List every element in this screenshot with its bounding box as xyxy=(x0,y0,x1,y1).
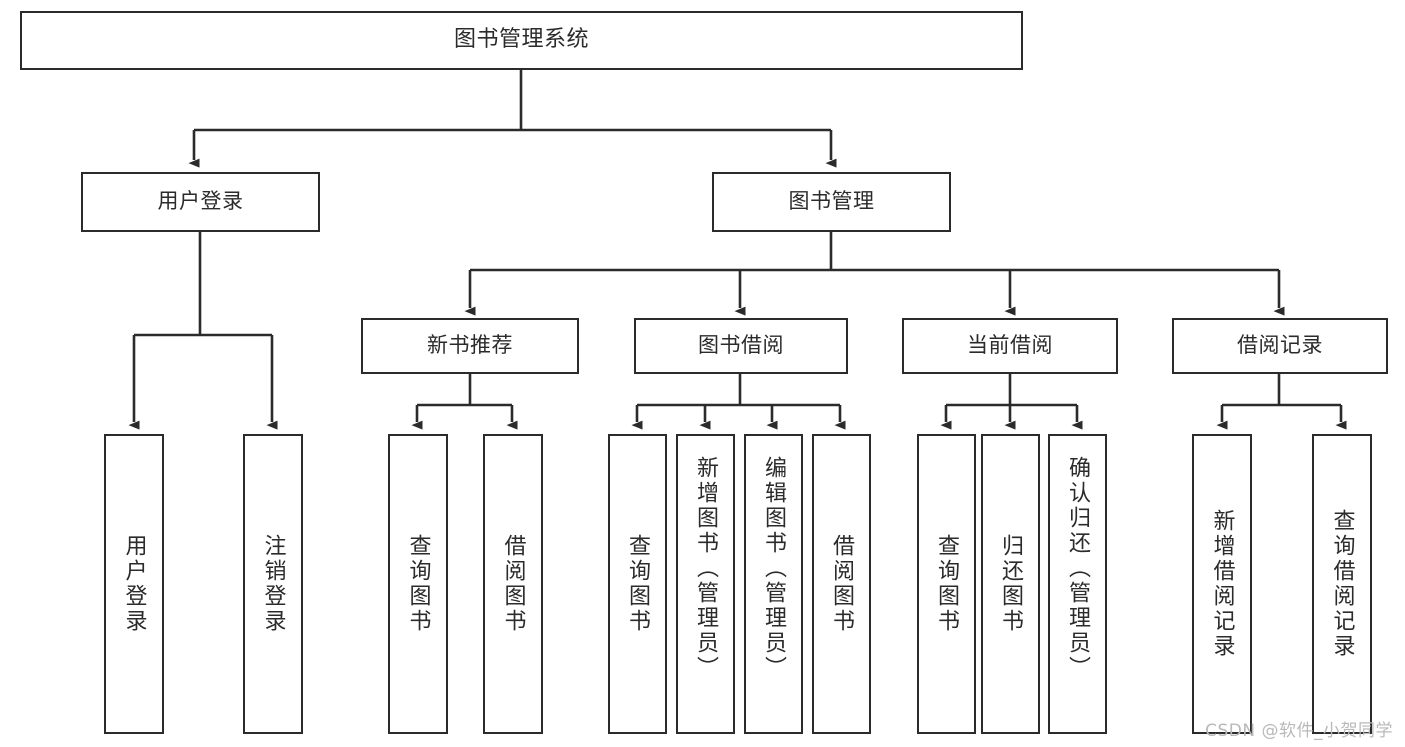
node-borrow-records[interactable]: 借阅记录 xyxy=(1172,318,1388,374)
node-label: 查询借阅记录 xyxy=(1329,509,1355,659)
leaf-query-book-recommend[interactable]: 查询图书 xyxy=(388,434,448,734)
node-current-borrow[interactable]: 当前借阅 xyxy=(902,318,1118,374)
node-label: 图书借阅 xyxy=(698,333,784,358)
node-label: 借阅图书 xyxy=(500,534,526,634)
node-label: 用户登录 xyxy=(121,534,147,634)
node-label: 新增图书（管理员） xyxy=(693,456,719,681)
leaf-edit-book-admin[interactable]: 编辑图书（管理员） xyxy=(744,434,803,734)
node-book-borrow[interactable]: 图书借阅 xyxy=(634,318,848,374)
node-root-system[interactable]: 图书管理系统 xyxy=(20,11,1023,70)
node-label: 归还图书 xyxy=(998,534,1024,634)
node-label: 新增借阅记录 xyxy=(1209,509,1235,659)
node-label: 用户登录 xyxy=(157,189,244,214)
node-label: 当前借阅 xyxy=(967,333,1053,358)
leaf-add-borrow-record[interactable]: 新增借阅记录 xyxy=(1192,434,1252,734)
node-label: 图书管理 xyxy=(788,189,875,214)
leaf-logout[interactable]: 注销登录 xyxy=(243,434,303,734)
node-label: 查询图书 xyxy=(405,534,431,634)
node-label: 编辑图书（管理员） xyxy=(761,456,787,681)
node-label: 查询图书 xyxy=(934,534,960,634)
watermark-text: CSDN @软件_小贺同学 xyxy=(1205,721,1393,741)
node-label: 图书管理系统 xyxy=(453,27,589,53)
node-book-management[interactable]: 图书管理 xyxy=(712,172,951,232)
node-label: 查询图书 xyxy=(625,534,651,634)
leaf-borrow-book-recommend[interactable]: 借阅图书 xyxy=(483,434,543,734)
node-label: 借阅图书 xyxy=(829,534,855,634)
node-user-login[interactable]: 用户登录 xyxy=(81,172,320,232)
leaf-query-book-borrow[interactable]: 查询图书 xyxy=(608,434,667,734)
node-label: 确认归还（管理员） xyxy=(1065,456,1091,681)
leaf-return-book[interactable]: 归还图书 xyxy=(981,434,1040,734)
node-label: 注销登录 xyxy=(260,534,286,634)
node-label: 借阅记录 xyxy=(1237,333,1323,358)
leaf-add-book-admin[interactable]: 新增图书（管理员） xyxy=(676,434,735,734)
leaf-user-login[interactable]: 用户登录 xyxy=(104,434,164,734)
leaf-borrow-book[interactable]: 借阅图书 xyxy=(812,434,871,734)
node-label: 新书推荐 xyxy=(427,333,513,358)
leaf-query-borrow-record[interactable]: 查询借阅记录 xyxy=(1312,434,1372,734)
leaf-query-book-current[interactable]: 查询图书 xyxy=(917,434,976,734)
leaf-confirm-return-admin[interactable]: 确认归还（管理员） xyxy=(1048,434,1107,734)
node-new-book-recommend[interactable]: 新书推荐 xyxy=(361,318,579,374)
